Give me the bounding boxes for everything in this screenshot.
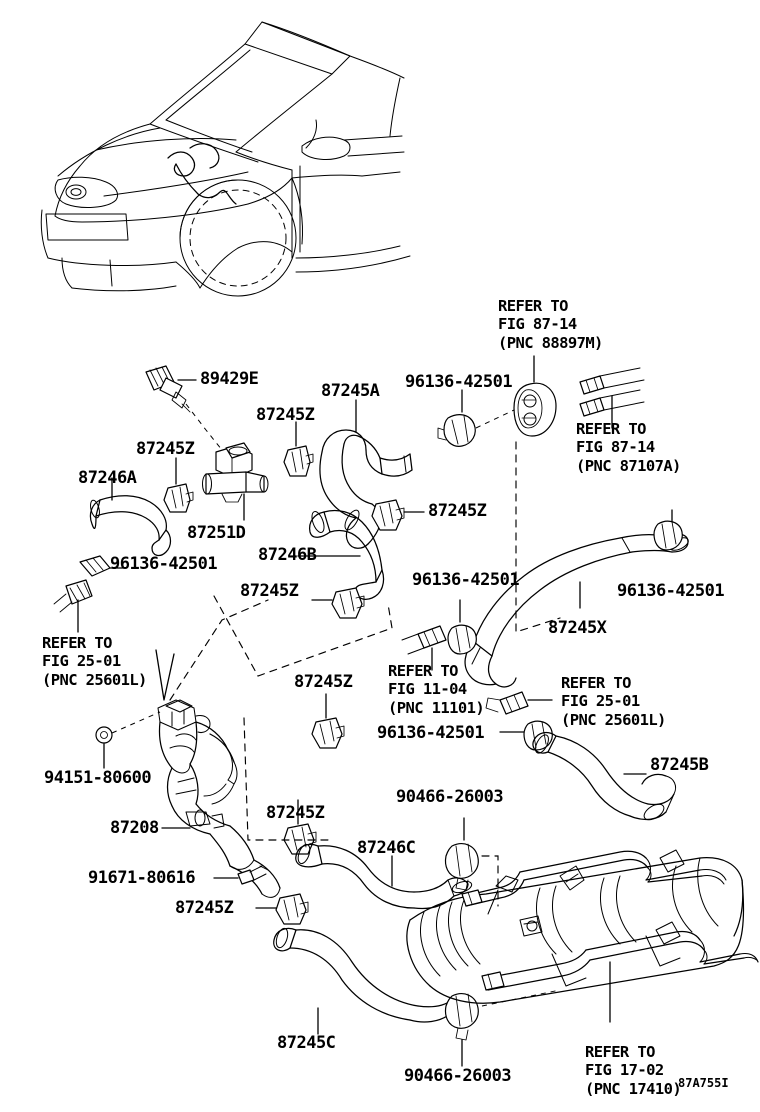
refer-note-88897M: REFER TO FIG 87-14 (PNC 88897M): [498, 297, 603, 352]
dash-90466-top: [481, 855, 499, 907]
part-96136-42501-clip-top: [437, 414, 476, 447]
figure-code: 87A755I: [678, 1076, 729, 1090]
label-96136-42501-left: 96136-42501: [110, 554, 218, 574]
label-90466-26003-top: 90466-26003: [396, 787, 504, 807]
part-87246A-hose: [89, 495, 172, 557]
part-87245Z-clamp-on-C: [275, 893, 309, 925]
part-96136-42501-clip-left: [79, 555, 111, 577]
assembly-dash-89429E: [185, 403, 223, 451]
refer-note-25-01-left: REFER TO FIG 25-01 (PNC 25601L): [42, 634, 147, 689]
label-87246C: 87246C: [357, 838, 416, 858]
label-87245C: 87245C: [277, 1033, 336, 1053]
part-91671-80616-bolt: [237, 865, 269, 885]
assembly-dash-87246B: [213, 595, 393, 677]
label-87245Z-on-C: 87245Z: [175, 898, 234, 918]
dash-90466-bottom: [481, 989, 561, 1007]
label-87245Z-center: 87245Z: [256, 405, 315, 425]
label-96136-42501-low: 96136-42501: [377, 723, 485, 743]
label-90466-26003-bottom: 90466-26003: [404, 1066, 512, 1086]
label-96136-42501-right: 96136-42501: [617, 581, 725, 601]
label-87245B: 87245B: [650, 755, 709, 775]
part-87246B-hose: [308, 509, 385, 600]
label-87208: 87208: [110, 818, 159, 838]
refer-11-04-11101-pipe: [401, 625, 447, 655]
refer-87-14-88897M-grommet: [513, 382, 557, 437]
label-94151-80600: 94151-80600: [44, 768, 152, 788]
part-87208-water-pump: [157, 699, 281, 898]
part-87246C-hose: [295, 843, 473, 910]
dash-pump-refer-2501: [169, 599, 269, 701]
assembly-dash-pump-branch: [243, 717, 331, 841]
label-87245Z-pump-lower: 87245Z: [266, 803, 325, 823]
assembly-dash-center-long: [515, 441, 561, 633]
part-90466-26003-clamp-top: [444, 843, 479, 891]
label-91671-80616: 91671-80616: [88, 868, 196, 888]
part-87245A-hose: [319, 429, 413, 549]
part-96136-42501-clip-mid: [447, 624, 477, 655]
part-87245X-hose: [464, 533, 689, 688]
label-87246A: 87246A: [78, 468, 137, 488]
refer-87-14-87107A-pipes: [579, 367, 645, 417]
part-87245B-hose: [532, 731, 677, 821]
refer-25-01-left-pipe: [53, 579, 93, 613]
label-87251D: 87251D: [187, 523, 246, 543]
part-87245Z-clamp-left: [163, 483, 194, 513]
refer-note-87107A: REFER TO FIG 87-14 (PNC 87107A): [576, 420, 681, 475]
label-87245A: 87245A: [321, 381, 380, 401]
label-87245Z-under-B: 87245Z: [240, 581, 299, 601]
refer-25-01-right-pipe: [485, 691, 529, 715]
leader-refer-2501-pump: [155, 649, 175, 701]
label-87245X: 87245X: [548, 618, 607, 638]
part-87245C-hose: [273, 927, 473, 1023]
label-87245Z-right-of-A: 87245Z: [428, 501, 487, 521]
refer-note-17-02: REFER TO FIG 17-02 (PNC 17410): [585, 1043, 682, 1098]
part-96136-42501-clip-right: [653, 520, 683, 551]
label-96136-42501-top: 96136-42501: [405, 372, 513, 392]
part-89429E-water-temp-sensor: [145, 365, 191, 413]
refer-note-11-04: REFER TO FIG 11-04 (PNC 11101): [388, 662, 485, 717]
part-87245Z-clamp-pump-lower: [283, 823, 317, 855]
refer-note-25-01-right: REFER TO FIG 25-01 (PNC 25601L): [561, 674, 666, 729]
part-87245Z-clamp-center: [283, 445, 314, 477]
part-87251D-water-valve: [202, 442, 269, 503]
part-87245Z-clamp-pump-upper: [311, 717, 345, 749]
part-17410-heat-exchanger: [406, 849, 759, 1004]
label-87245Z-pump-upper: 87245Z: [294, 672, 353, 692]
dash-94151-to-pump: [111, 711, 161, 734]
label-96136-42501-mid: 96136-42501: [412, 570, 520, 590]
label-89429E: 89429E: [200, 369, 259, 389]
part-87245Z-clamp-right-of-A: [371, 499, 405, 531]
part-94151-80600-washer: [95, 726, 113, 744]
vehicle-illustration: [40, 21, 411, 297]
label-87246B: 87246B: [258, 545, 317, 565]
dash-clip-to-grommet: [475, 409, 515, 429]
label-87245Z-left: 87245Z: [136, 439, 195, 459]
part-87245Z-clamp-under-B: [331, 587, 365, 619]
